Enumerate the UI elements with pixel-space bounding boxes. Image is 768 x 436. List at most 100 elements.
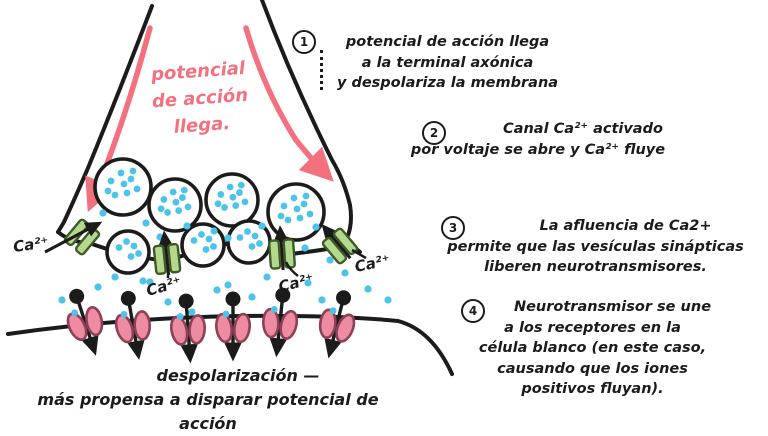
calcium-ion-dot xyxy=(248,293,256,301)
action-potential-arrow-left xyxy=(85,25,153,213)
neurotransmitter-dot xyxy=(120,290,136,306)
neurotransmitter-molecule-dot xyxy=(184,203,192,211)
fusing-vesicle xyxy=(105,229,151,275)
ca-leader-mid2 xyxy=(284,261,299,277)
calcium-ion-dot xyxy=(210,227,218,235)
neurotransmitter-molecule-dot xyxy=(202,246,210,253)
step-1-number-badge: 1 xyxy=(292,30,316,54)
ca-arrow-left xyxy=(44,221,103,254)
neurotransmitter-molecule-dot xyxy=(290,194,298,202)
step-1-line: potencial de acción llega xyxy=(345,34,550,50)
calcium-ion-dot xyxy=(341,269,349,277)
neurotransmitter-molecule-dot xyxy=(280,202,288,210)
neurotransmitter-molecule-dot xyxy=(198,231,205,238)
receptor xyxy=(114,290,152,360)
ion-flow-arrow xyxy=(321,223,352,260)
neurotransmitter-molecule-dot xyxy=(205,235,213,243)
neurotransmitter-dot xyxy=(336,290,352,306)
neurotransmitter-molecule-dot xyxy=(221,204,228,211)
calcium-channel xyxy=(152,230,182,276)
calcium-ion-dot xyxy=(58,296,66,304)
synaptic-vesicle xyxy=(147,177,203,233)
calcium-ion-dot xyxy=(312,223,320,231)
step-2-line: Canal Ca²⁺ activado xyxy=(503,121,663,137)
synaptic-vesicle xyxy=(266,182,326,242)
calcium-ion-dot xyxy=(142,219,150,227)
calcium-ion-dot xyxy=(84,222,92,230)
receptor xyxy=(262,287,299,358)
depolarization-note-line: despolarización — xyxy=(156,366,320,385)
step-1-dotted-leader xyxy=(320,50,323,90)
ion-inflow-arrow xyxy=(77,302,99,356)
neurotransmitter-molecule-dot xyxy=(172,198,180,206)
neurotransmitter-molecule-dot xyxy=(232,202,240,209)
ca-label-left: Ca²⁺ xyxy=(12,233,50,256)
neurotransmitter-molecule-dot xyxy=(217,191,225,198)
calcium-ion-dot xyxy=(364,285,372,293)
neurotransmitter-molecule-dot xyxy=(115,244,123,251)
calcium-channel xyxy=(321,223,359,265)
receptor xyxy=(318,290,356,359)
calcium-ion-dot xyxy=(183,222,191,230)
neurotransmitter-molecule-dot xyxy=(180,186,188,194)
neurotransmitter-molecule-dot xyxy=(179,194,186,201)
receptor xyxy=(215,291,251,362)
neurotransmitter-molecule-dot xyxy=(248,243,256,250)
calcium-ion-dot xyxy=(258,222,266,230)
neurotransmitter-molecule-dot xyxy=(107,177,115,185)
neurotransmitter-molecule-dot xyxy=(135,250,142,257)
neurotransmitter-molecule-dot xyxy=(123,189,131,197)
step-4-line: causando que los iones xyxy=(497,360,688,377)
calcium-ion-dot xyxy=(164,298,172,306)
calcium-ion-dot xyxy=(301,244,309,252)
ion-inflow-arrow xyxy=(127,305,145,360)
calcium-ion-dot xyxy=(224,281,232,289)
step-3-number-badge: 3 xyxy=(441,216,465,240)
ca-label-mid2: Ca²⁺ xyxy=(277,270,316,296)
neurotransmitter-molecule-dot xyxy=(277,212,285,220)
calcium-ion-dot xyxy=(384,296,392,304)
ion-dot-on-receptor xyxy=(71,309,79,317)
neurotransmitter-molecule-dot xyxy=(244,228,251,235)
receptor xyxy=(66,288,104,356)
neurotransmitter-molecule-dot xyxy=(284,216,292,224)
neurotransmitter-molecule-dot xyxy=(104,187,112,195)
calcium-ion-dot xyxy=(304,279,312,287)
ion-flow-arrow xyxy=(157,230,174,276)
step-1-line: a la terminal axónica xyxy=(361,54,534,71)
ion-inflow-arrow xyxy=(324,304,344,359)
step-3-note: 3 La afluencia de Ca2+ permite que las v… xyxy=(428,216,763,278)
step-2-note: 2 Canal Ca²⁺ activado por voltaje se abr… xyxy=(398,119,678,160)
ion-inflow-arrow xyxy=(269,301,288,358)
neurotransmitter-molecule-dot xyxy=(175,207,183,214)
calcium-ion-dot xyxy=(111,273,119,281)
ion-inflow-arrow xyxy=(180,307,198,364)
neurotransmitter-molecule-dot xyxy=(251,232,259,240)
receptor xyxy=(169,293,206,364)
depolarization-note-line: más propensa a disparar potencial de acc… xyxy=(37,390,379,433)
neurotransmitter-molecule-dot xyxy=(214,200,222,208)
ca-label-mid1: Ca²⁺ xyxy=(144,273,183,300)
calcium-ion-dot xyxy=(139,277,147,285)
neurotransmitter-molecule-dot xyxy=(123,238,130,245)
calcium-ion-dot xyxy=(94,283,102,291)
neurotransmitter-molecule-dot xyxy=(293,205,301,213)
step-4-line: Neurotransmisor se une xyxy=(513,299,712,315)
step-4-number-badge: 4 xyxy=(461,299,485,323)
ion-dot-on-receptor xyxy=(176,313,184,320)
neurotransmitter-molecule-dot xyxy=(236,234,244,241)
ion-dot-on-receptor xyxy=(222,310,230,318)
synaptic-vesicle xyxy=(204,172,260,228)
calcium-ion-dot xyxy=(213,286,221,294)
neurotransmitter-dot xyxy=(69,288,85,304)
calcium-ion-dot xyxy=(188,308,196,316)
neurotransmitter-molecule-dot xyxy=(120,180,128,188)
neurotransmitter-molecule-dot xyxy=(160,196,168,203)
calcium-channel xyxy=(268,225,296,271)
ion-dot-on-receptor xyxy=(329,307,337,315)
ion-dot-on-receptor xyxy=(270,305,278,313)
neurotransmitter-molecule-dot xyxy=(210,243,217,250)
calcium-ion-dot xyxy=(263,273,271,281)
step-3-line: La afluencia de Ca2+ xyxy=(539,218,712,234)
neurotransmitter-molecule-dot xyxy=(226,183,234,191)
